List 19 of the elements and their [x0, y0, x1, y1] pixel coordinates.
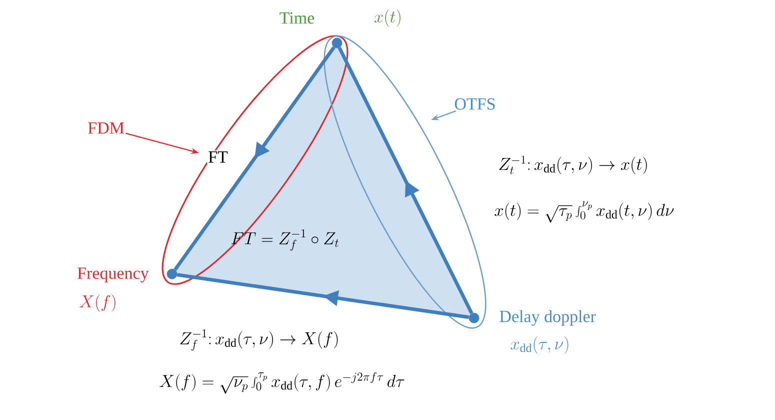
callout-text: OTFS [454, 98, 495, 110]
vertex-dot [166, 268, 178, 280]
vertex-label: Frequency [78, 268, 149, 282]
arrow [338, 46, 474, 314]
signal-formula: $x_{\mathrm{dd}}(\tau,\nu)$ [510, 336, 568, 354]
formula: $x(t)=\sqrt{\tau_p}\int_0^{\nu_p} x_{\mathrm{dd}}(t,\nu)\,d\nu$ [494, 201, 674, 223]
vertex-dot [468, 312, 480, 324]
arrow [176, 273, 470, 319]
edge-label: FT [207, 150, 229, 164]
vertex-label: Delay doppler [500, 310, 596, 326]
signal-formula: $X(f)$ [80, 294, 116, 312]
vertex-label: Time [280, 12, 314, 24]
formula: $Z_f^{-1}\colon x_{\mathrm{dd}}(\tau,\nu)\rightarrow X(f)$ [180, 329, 338, 351]
vertex-dot [332, 38, 342, 48]
arrow [174, 46, 336, 271]
callout-text: FDM [88, 122, 124, 134]
formula: $X(f)=\sqrt{\nu_p}\int_0^{\tau_p}x_{\mathrm{dd}}(\tau,f)\,e^{-j2\pi f\tau}\,d\tau$ [160, 372, 404, 394]
formula: $Z_t^{-1}\colon x_{\mathrm{dd}}(\tau,\nu)\rightarrow x(t)$ [499, 156, 647, 174]
signal-formula: $x(t)$ [374, 9, 400, 27]
